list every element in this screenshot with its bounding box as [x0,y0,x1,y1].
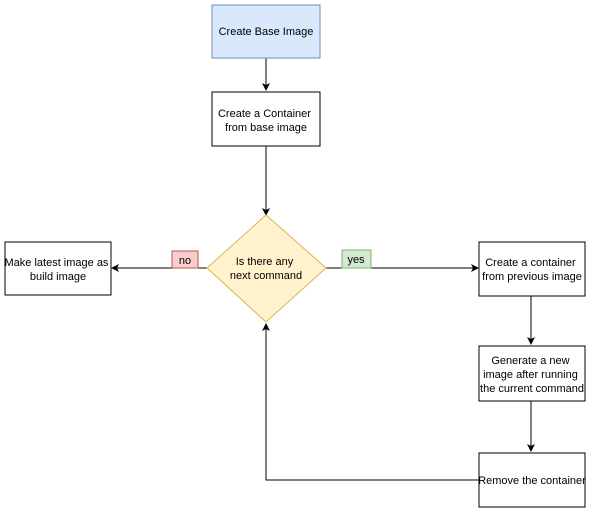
node-create-base-image-line-1: Create Base Image [219,26,314,38]
node-decision-text: Is there any next command [230,256,302,282]
edge-label-no-badge [171,250,199,269]
node-generate-new-image-text: Generate a new image after running the c… [480,355,584,395]
node-make-latest-image-line-2: build image [30,271,86,283]
edge-label-yes-badge [341,249,372,269]
node-create-container-base: Create a Container from base image [211,91,321,147]
node-generate-new-image-shape [478,345,586,402]
edge-label-no-text: no [179,255,191,267]
node-decision: Is there any next command [206,214,327,323]
node-decision-shape [206,214,327,323]
edge-label-yes-text: yes [347,254,365,266]
node-create-container-base-shape [211,91,321,147]
edge-label-yes: yes [341,249,372,269]
node-remove-container-text: Remove the container [478,475,586,487]
node-create-container-previous-line-1: Create a container [485,257,576,269]
node-create-base-image-shape [211,4,321,59]
node-create-container-previous-text: Create a container from previous image [482,257,582,283]
node-make-latest-image-text: Make latest image as build image [5,257,112,283]
node-make-latest-image-line-1: Make latest image as [5,257,109,269]
node-make-latest-image-shape [4,241,112,296]
node-create-container-base-text: Create a Container from base image [218,108,314,134]
node-generate-new-image-line-2: image after running [483,369,578,381]
node-create-container-base-line-2: from base image [225,122,307,134]
node-create-container-previous: Create a container from previous image [478,241,586,297]
node-create-container-base-line-1: Create a Container [218,108,311,120]
node-generate-new-image-line-3: the current command [480,383,584,395]
node-create-base-image-text: Create Base Image [219,26,314,38]
edge-remove-loop-back [262,323,479,481]
node-generate-new-image-line-1: Generate a new [491,355,569,367]
edge-label-no: no [171,250,199,269]
node-create-container-previous-shape [478,241,586,297]
node-generate-new-image: Generate a new image after running the c… [478,345,586,402]
node-create-base-image: Create Base Image [211,4,321,59]
node-remove-container: Remove the container [478,452,586,508]
node-remove-container-shape [478,452,586,508]
node-remove-container-line-1: Remove the container [478,475,586,487]
node-decision-line-2: next command [230,270,302,282]
node-create-container-previous-line-2: from previous image [482,271,582,283]
node-decision-line-1: Is there any [236,256,294,268]
node-make-latest-image: Make latest image as build image [4,241,112,296]
